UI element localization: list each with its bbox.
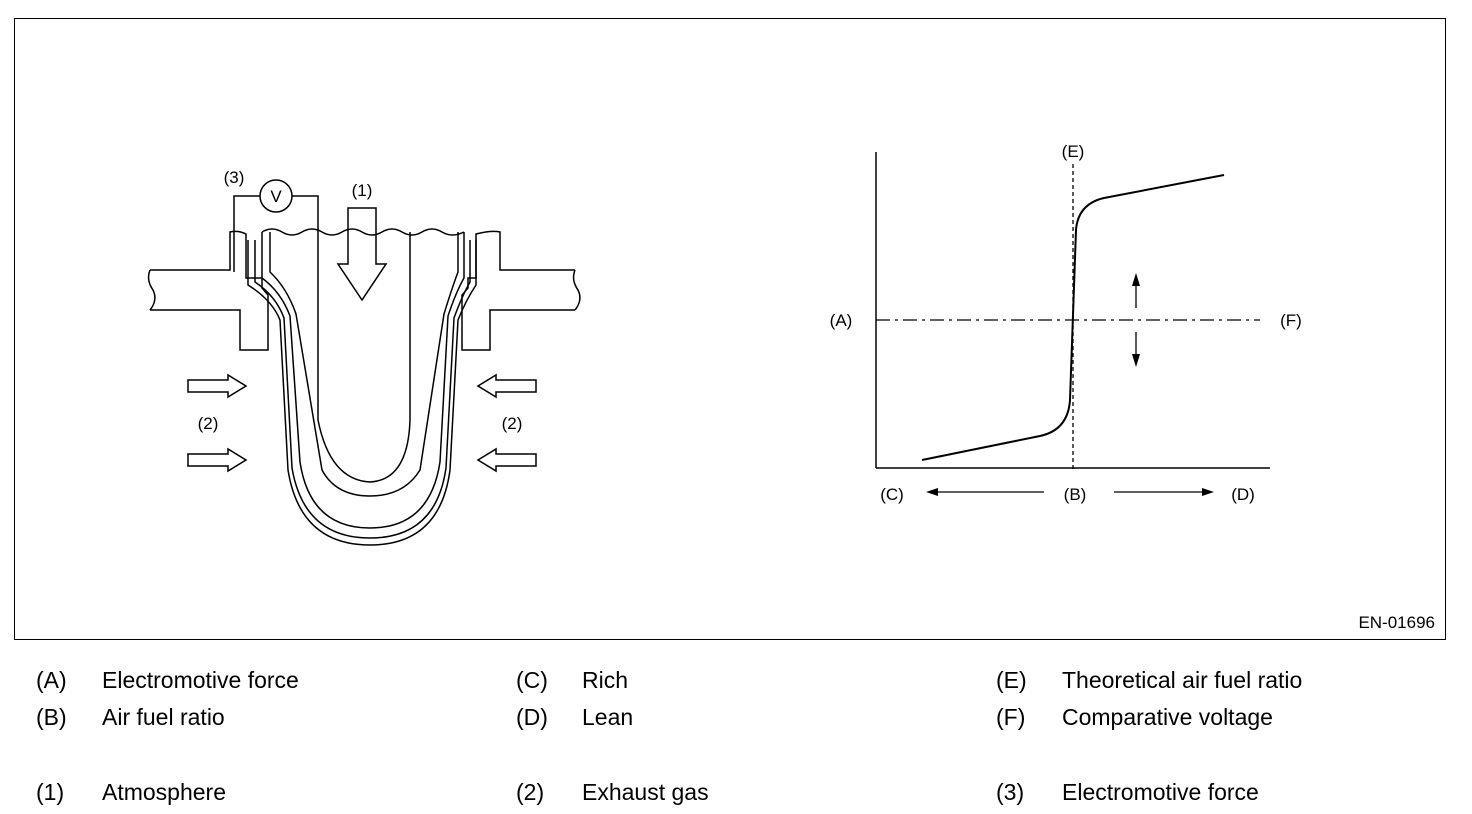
pipe-wall-left-break: [147, 269, 156, 311]
graph-label-b: (B): [1064, 485, 1087, 504]
legend-text: Atmosphere: [102, 779, 227, 805]
legend-text: Theoretical air fuel ratio: [1062, 667, 1303, 693]
legend-text: Air fuel ratio: [102, 704, 225, 730]
characteristic-graph: [875, 152, 1270, 493]
sensor-element-mid: [254, 240, 471, 539]
legend-key: (C): [516, 667, 548, 693]
graph-arrowheads: [926, 273, 1214, 496]
label-atmosphere: (1): [352, 181, 373, 200]
atmosphere-cavity: [317, 232, 411, 483]
legend-text: Electromotive force: [1062, 779, 1259, 805]
graph-label-f: (F): [1280, 311, 1302, 330]
legend-text: Electromotive force: [102, 667, 299, 693]
sensor-element-core: [269, 232, 459, 497]
voltmeter-label: V: [270, 187, 282, 206]
legend-key: (F): [996, 704, 1026, 730]
figure-id: EN-01696: [1358, 613, 1435, 632]
sensor-element-outer: [247, 240, 477, 546]
legend-key: (1): [36, 779, 65, 805]
legend-key: (D): [516, 704, 548, 730]
diagram: V (3) (1) (2) (2) (E) (A) (F) (C) (B) (D…: [147, 142, 1302, 546]
voltage-up-arrowhead: [1132, 273, 1140, 286]
oxygen-sensor-illustration: [147, 179, 581, 546]
lean-arrowhead: [1202, 488, 1214, 496]
voltage-down-arrowhead: [1132, 354, 1140, 367]
graph-label-a: (A): [830, 311, 853, 330]
label-exhaust-left: (2): [198, 414, 219, 433]
exhaust-arrow-left-lower: [187, 447, 248, 473]
legend-text: Lean: [582, 704, 634, 730]
legend-key: (E): [996, 667, 1027, 693]
exhaust-arrow-left-upper: [187, 373, 248, 399]
emf-curve: [921, 174, 1225, 461]
atmosphere-arrow: [336, 207, 388, 302]
pipe-wall-right: [461, 230, 575, 351]
legend-key: (B): [36, 704, 67, 730]
circuit-wire: [233, 195, 319, 272]
legend-key: (2): [516, 779, 545, 805]
legend-text: Exhaust gas: [582, 779, 709, 805]
rich-arrowhead: [926, 488, 938, 496]
label-exhaust-right: (2): [502, 414, 523, 433]
graph-label-d: (D): [1231, 485, 1255, 504]
exhaust-arrow-right-upper: [476, 373, 537, 399]
legend-key: (3): [996, 779, 1025, 805]
pipe-wall-right-break: [572, 269, 581, 311]
label-emf: (3): [224, 168, 245, 187]
pipe-wall-left: [150, 230, 269, 351]
sensor-top-wave: [261, 228, 465, 236]
sensor-element-inner: [261, 232, 465, 529]
legend-key: (A): [36, 667, 67, 693]
graph-label-e: (E): [1062, 142, 1085, 161]
graph-label-c: (C): [880, 485, 904, 504]
figure-frame: EN-01696: [14, 18, 1446, 640]
exhaust-arrow-right-lower: [476, 447, 537, 473]
legend-text: Rich: [582, 667, 629, 693]
legend-text: Comparative voltage: [1062, 704, 1273, 730]
voltmeter-symbol: [259, 179, 293, 213]
